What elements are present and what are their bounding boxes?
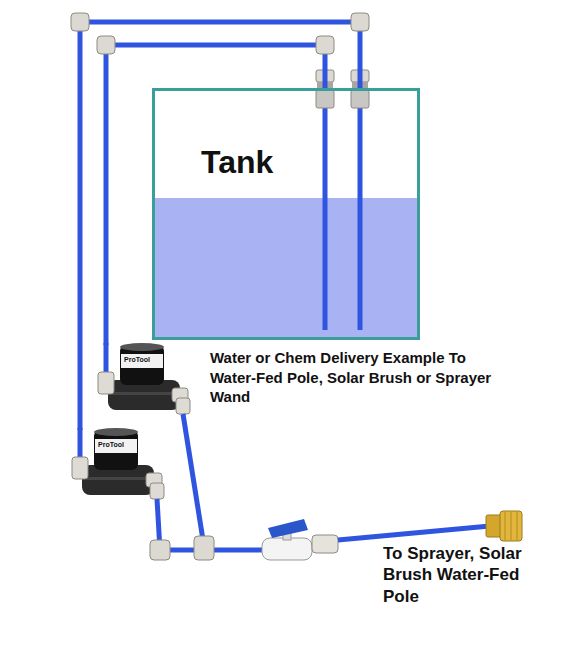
tee-fitting [194, 536, 214, 560]
brass-hose-fitting [486, 511, 522, 541]
tank-title: Tank [201, 143, 273, 181]
elbow-fitting [150, 540, 170, 560]
pump-brand: ProTool [96, 440, 126, 450]
dip-tube [358, 106, 363, 330]
pump-box: ProTool [62, 430, 162, 510]
ball-valve [262, 519, 338, 560]
tube [338, 526, 490, 540]
tank-box: Tank [152, 88, 420, 340]
description-label: Water or Chem Delivery Example To Water-… [210, 348, 510, 407]
pump-brand: ProTool [122, 355, 152, 365]
dip-tube [323, 106, 328, 330]
tube [183, 414, 203, 540]
destination-label: To Sprayer, Solar Brush Water-Fed Pole [383, 543, 528, 607]
pump-illustration [98, 343, 190, 414]
tube [212, 548, 266, 553]
elbow-fitting [97, 36, 115, 54]
water-level [153, 198, 419, 339]
elbow-fitting [351, 13, 369, 31]
pump-box: ProTool [88, 345, 188, 420]
elbow-fitting [71, 13, 89, 31]
pump-illustration [72, 428, 164, 499]
elbow-fitting [316, 36, 334, 54]
